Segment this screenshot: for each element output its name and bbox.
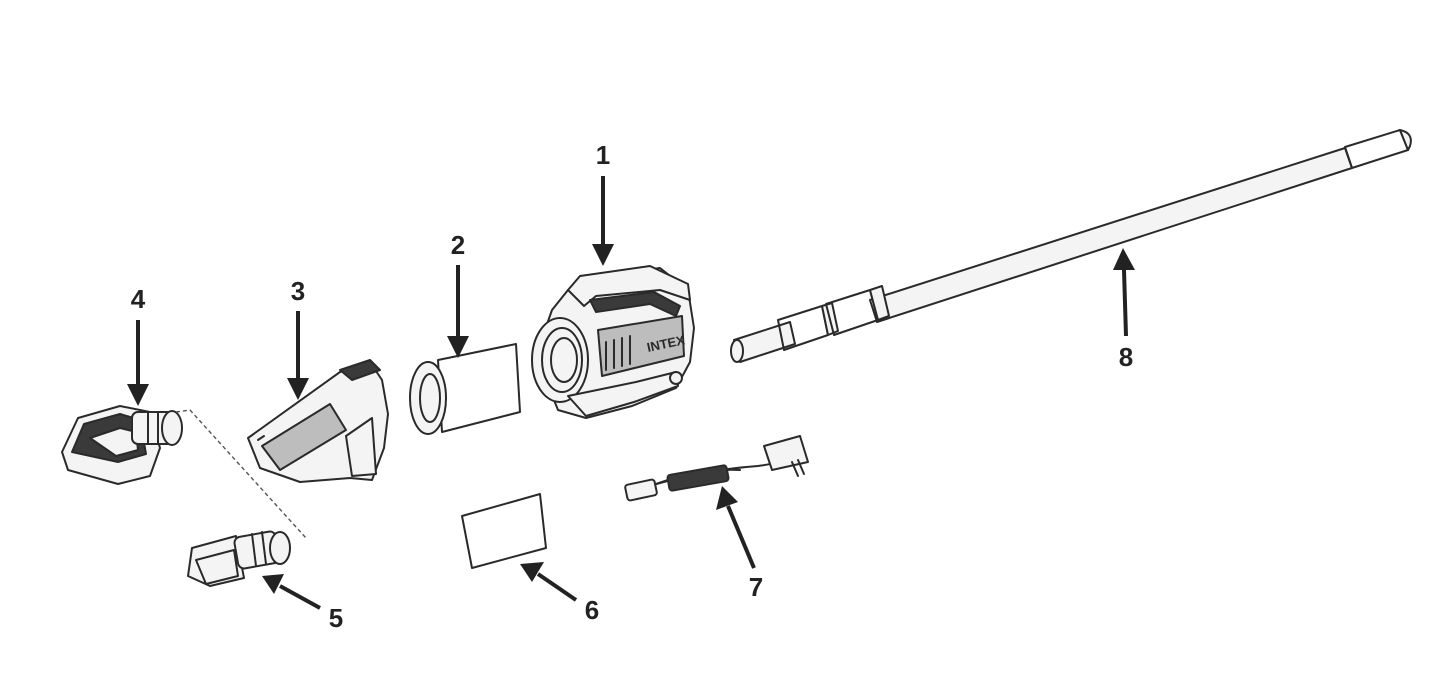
assembly-guide-line <box>175 409 307 539</box>
callout-label-3: 3 <box>291 276 305 306</box>
part-debris-housing <box>247 359 389 483</box>
callout-label-8: 8 <box>1119 342 1133 372</box>
callout-arrow-3 <box>287 311 309 400</box>
vent-slots <box>605 335 631 371</box>
callout-label-6: 6 <box>585 595 599 625</box>
callout-label-5: 5 <box>329 603 343 633</box>
part-brush-head <box>187 530 291 587</box>
callout-arrow-8 <box>1113 248 1135 337</box>
callout-arrow-7 <box>716 486 756 569</box>
callout-label-1: 1 <box>596 140 610 170</box>
part-telescopic-pole <box>730 129 1412 363</box>
part-cartridge-filter <box>409 343 521 435</box>
callout-numbers: 1 2 3 4 5 6 7 8 <box>131 140 1133 633</box>
part-charger <box>624 435 809 502</box>
callout-label-2: 2 <box>451 230 465 260</box>
callout-arrows <box>127 176 1135 610</box>
callout-arrow-4 <box>127 320 149 406</box>
callout-label-7: 7 <box>749 572 763 602</box>
part-motor-unit: INTEX <box>531 265 695 419</box>
callout-label-4: 4 <box>131 284 146 314</box>
callout-arrow-2 <box>447 265 469 358</box>
callout-arrow-5 <box>262 574 321 610</box>
part-filter-sponge <box>461 493 547 569</box>
part-wide-head <box>61 405 183 485</box>
callout-arrow-1 <box>592 176 614 266</box>
callout-arrow-6 <box>520 562 578 602</box>
